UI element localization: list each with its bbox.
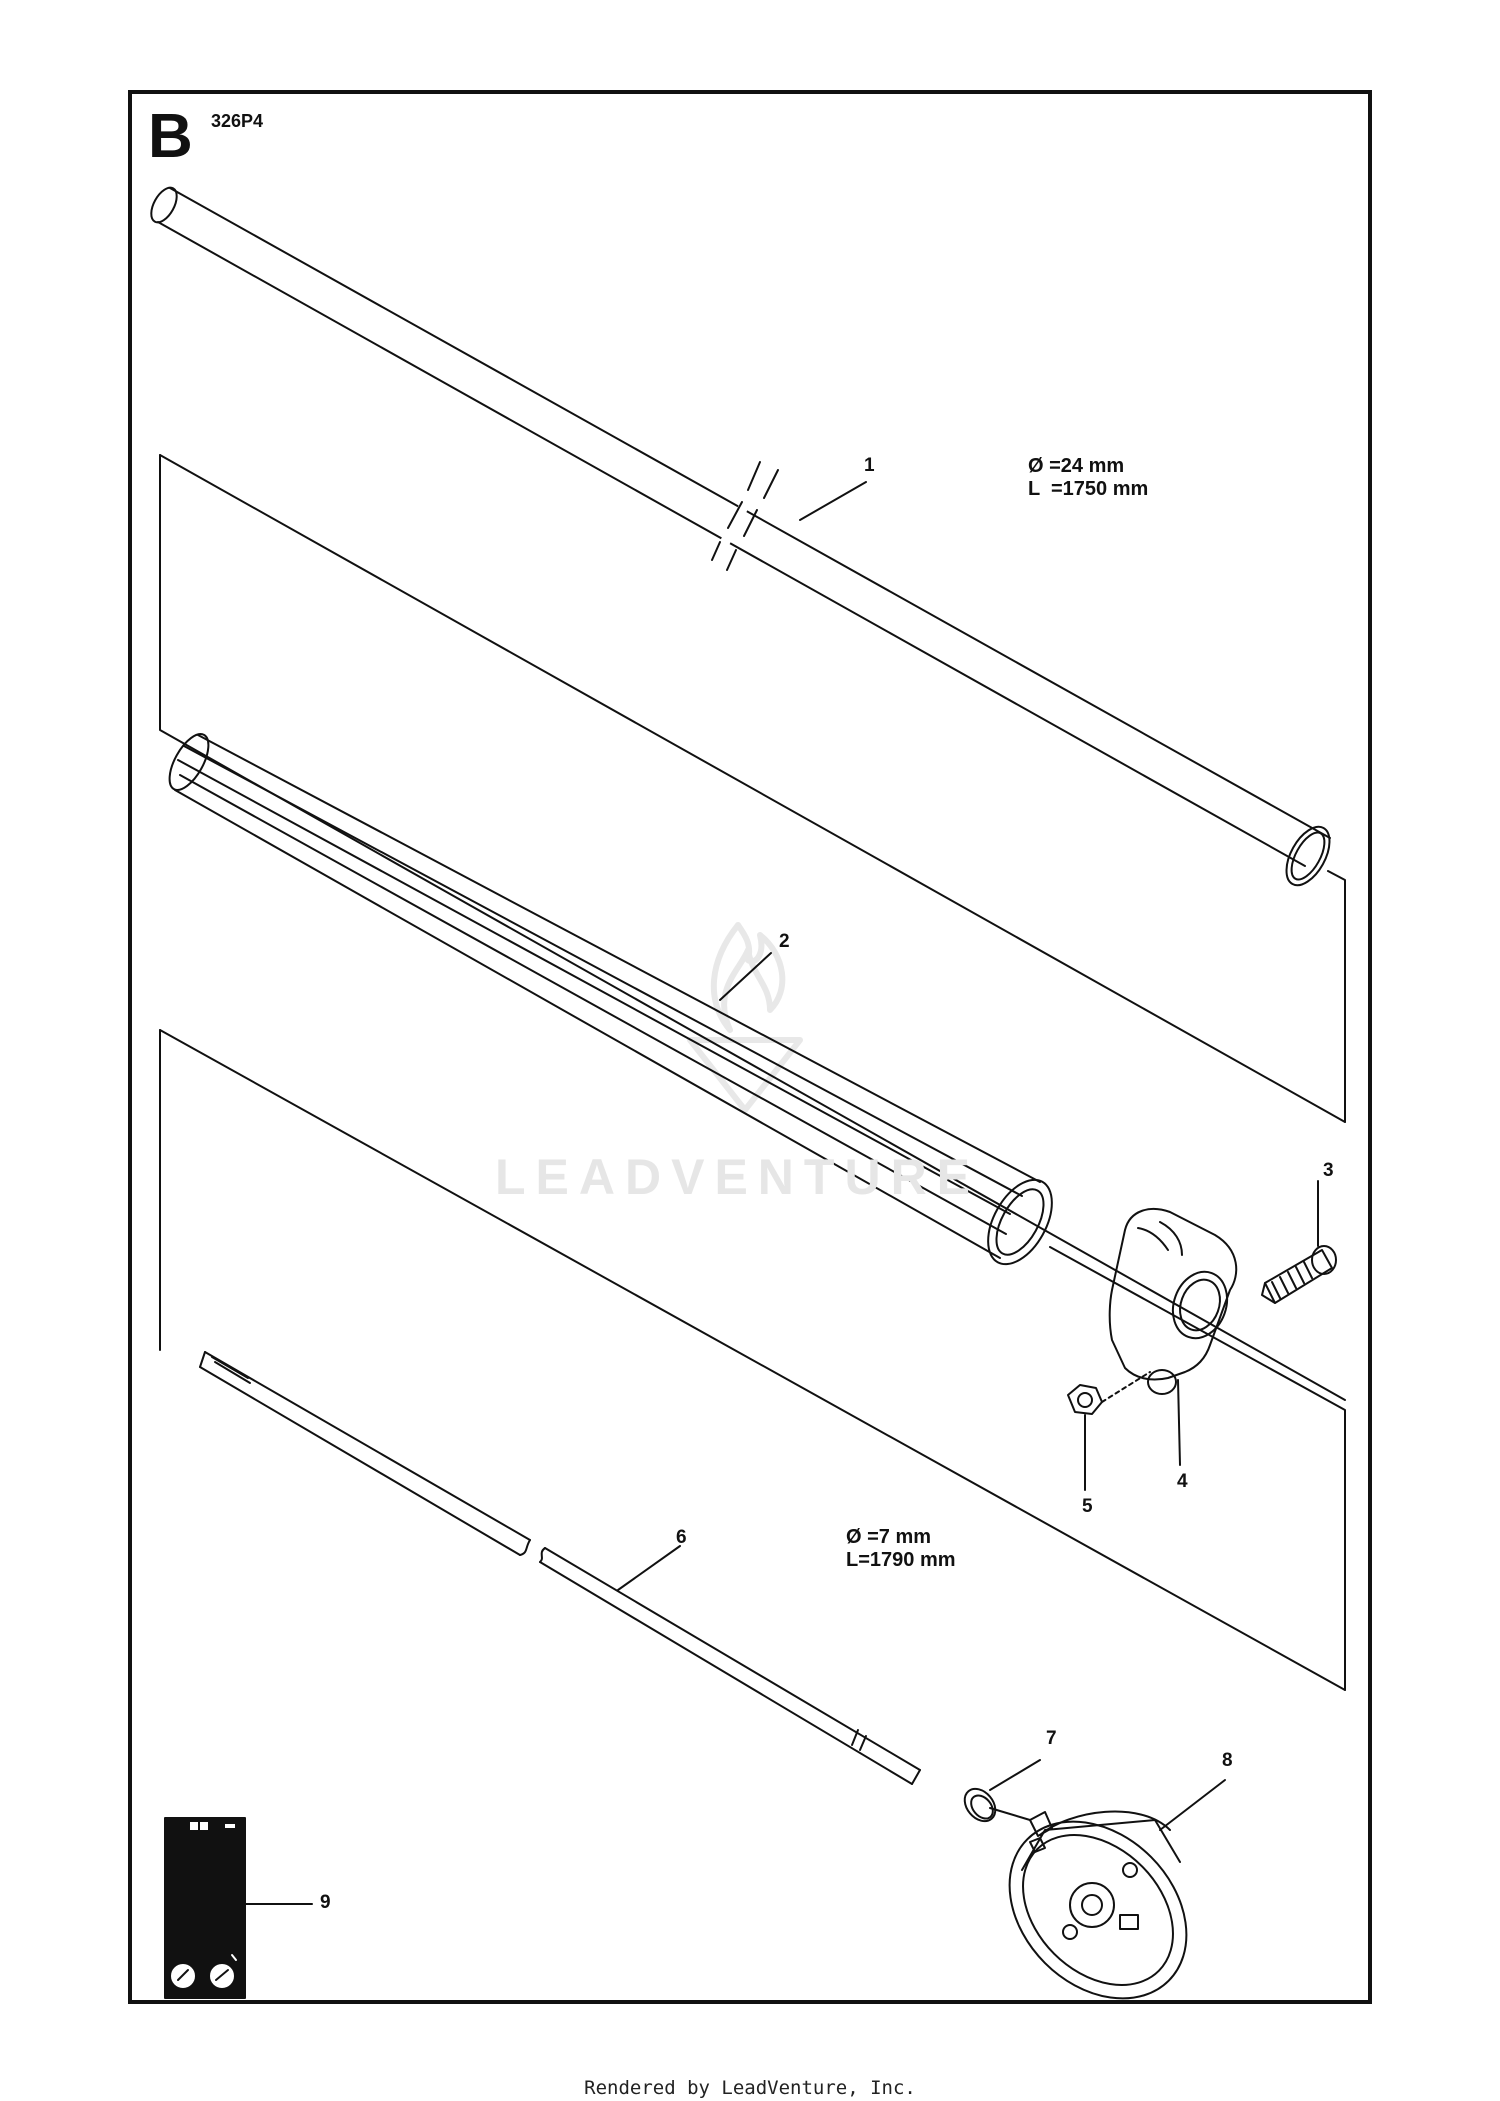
part-2-shaft-tube	[168, 733, 1053, 1266]
shaft-diameter: Ø =7 mm	[846, 1526, 932, 1548]
leader-4	[1177, 1379, 1181, 1466]
part-9-decal	[164, 1817, 246, 1999]
leader-8	[1159, 1779, 1226, 1831]
model-number: 326P4	[211, 111, 264, 131]
leader-1	[799, 481, 867, 521]
callout-2: 2	[779, 931, 790, 952]
leader-7	[989, 1759, 1041, 1791]
leader-6	[617, 1545, 681, 1591]
part-4-clamp	[1108, 1208, 1238, 1395]
part-7-ring	[963, 1787, 997, 1823]
callout-4: 4	[1177, 1471, 1188, 1492]
watermark-flame-icon	[687, 922, 803, 1113]
callout-6: 6	[676, 1527, 687, 1548]
shaft-spec: Ø =7 mm L=1790 mm	[846, 1526, 956, 1572]
section-letter: B	[148, 102, 193, 171]
part-8-clutch-drum	[989, 1807, 1188, 2000]
leader-2	[719, 952, 772, 1001]
shaft-length: L=1790 mm	[846, 1549, 956, 1571]
callout-7: 7	[1046, 1728, 1057, 1749]
callout-5: 5	[1082, 1496, 1093, 1517]
part-6-drive-shaft	[199, 1351, 921, 1785]
part-5-nut	[1067, 1371, 1151, 1415]
watermark-text: LEADVENTURE	[495, 1149, 981, 1205]
projection-plane-2	[159, 1029, 1346, 1691]
tube-length: L =1750 mm	[1028, 478, 1149, 500]
part-3-screw	[1261, 1245, 1337, 1304]
callout-1: 1	[864, 455, 875, 476]
footer-credit: Rendered by LeadVenture, Inc.	[584, 2077, 916, 2099]
projection-plane-1	[159, 454, 1346, 1123]
tube-spec: Ø =24 mm L =1750 mm	[1028, 455, 1148, 501]
callout-8: 8	[1222, 1750, 1233, 1771]
part-1-tube	[150, 186, 1331, 887]
diagram-frame	[128, 90, 1372, 2004]
callout-3: 3	[1323, 1160, 1334, 1181]
tube-diameter: Ø =24 mm	[1028, 455, 1125, 477]
callout-9: 9	[320, 1892, 331, 1913]
